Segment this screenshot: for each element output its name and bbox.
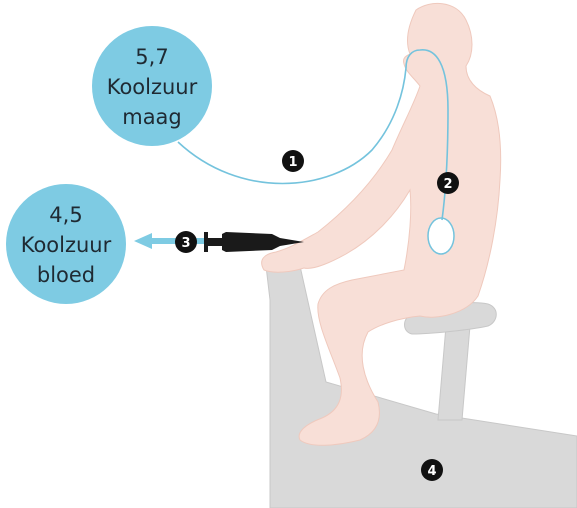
marker-tube: 1 — [282, 150, 304, 172]
blood-bubble-line2: bloed — [37, 263, 95, 287]
stomach-shape — [428, 218, 454, 254]
blood-bubble-line1: Koolzuur — [21, 233, 112, 257]
stomach-bubble: 5,7 Koolzuur maag — [92, 26, 212, 146]
syringe-handle — [204, 232, 208, 252]
marker-bike: 4 — [421, 459, 443, 481]
marker-syringe-label: 3 — [181, 236, 190, 251]
marker-bike-label: 4 — [427, 464, 436, 479]
stomach-bubble-value: 5,7 — [135, 45, 168, 69]
bike-seat-post — [438, 326, 470, 420]
stomach-bubble-line2: maag — [122, 105, 182, 129]
stomach-bubble-line1: Koolzuur — [107, 75, 198, 99]
marker-stomach: 2 — [437, 172, 459, 194]
arrow-left-icon — [134, 233, 214, 249]
marker-stomach-label: 2 — [443, 177, 452, 192]
blood-bubble-value: 4,5 — [49, 203, 82, 227]
blood-bubble: 4,5 Koolzuur bloed — [6, 184, 126, 304]
syringe-plunger — [208, 238, 224, 246]
marker-tube-label: 1 — [288, 155, 297, 170]
marker-syringe: 3 — [175, 231, 197, 253]
